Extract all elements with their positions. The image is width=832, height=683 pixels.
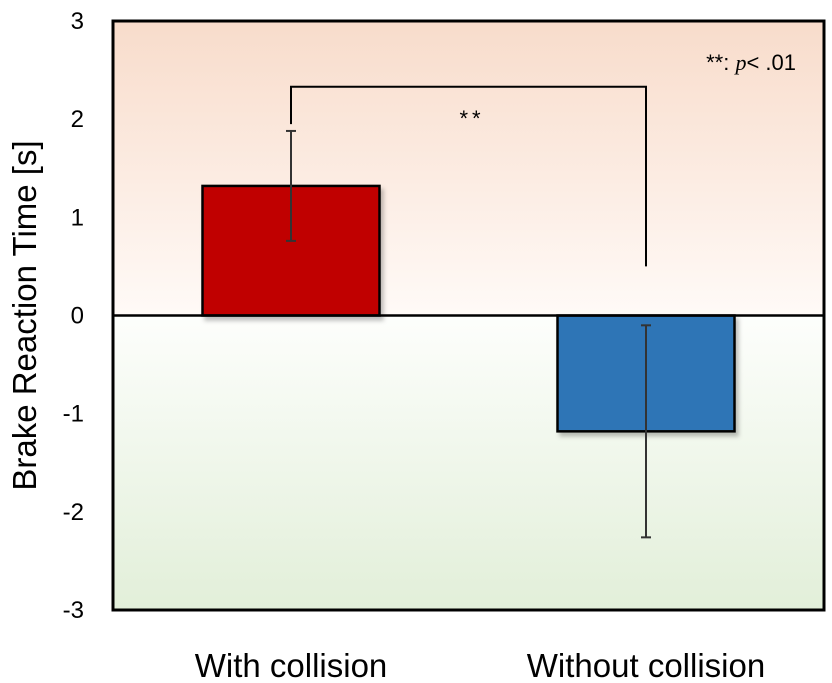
significance-legend-stars: **: [706, 50, 735, 75]
y-tick-label: 1 [71, 204, 84, 231]
y-tick-label: -2 [63, 499, 84, 526]
error-bar-with-collision [286, 129, 296, 242]
significance-legend-p: p [733, 50, 746, 75]
y-tick-label: 2 [71, 106, 84, 133]
significance-bracket [290, 85, 647, 267]
error-bar-without-collision [641, 324, 651, 539]
significance-legend: **: p< .01 [706, 50, 796, 75]
x-label-with-collision: With collision [195, 647, 388, 683]
y-axis-label: Brake Reaction Time [s] [6, 140, 43, 490]
significance-legend-threshold: < .01 [746, 50, 796, 75]
y-tick-label: -3 [63, 597, 84, 624]
significance-marker: ** [459, 106, 484, 131]
x-label-without-collision: Without collision [527, 647, 765, 683]
y-tick-label: 0 [71, 303, 84, 330]
y-tick-label: -1 [63, 401, 84, 428]
y-tick-label: 3 [71, 8, 84, 35]
